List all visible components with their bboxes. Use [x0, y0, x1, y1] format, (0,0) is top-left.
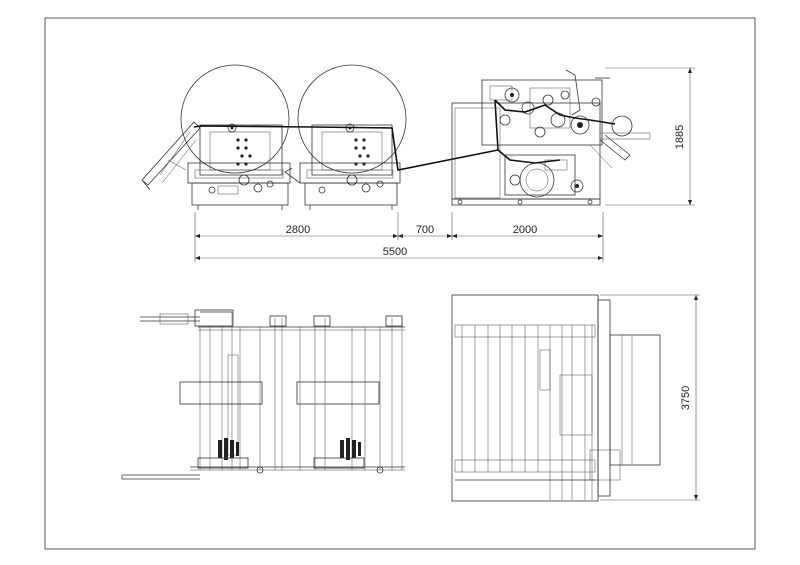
dimension-2000: 2000: [513, 224, 537, 236]
dimension-1885: 1885: [674, 125, 686, 149]
output-roller: [611, 115, 633, 137]
unwinder-2: [284, 64, 407, 210]
dimension-2800: 2800: [286, 224, 310, 236]
unwinder-1-beam: [179, 381, 263, 405]
dimension-5500: 5500: [383, 246, 407, 258]
material-roll-2: [297, 64, 407, 174]
plan-view-unwinders: [121, 309, 405, 480]
material-roll-1: [180, 64, 290, 174]
dimension-3750: 3750: [680, 386, 692, 410]
unwinder-1: [141, 64, 291, 210]
side-elevation-view: 2800 700 2000 5500 1885: [141, 64, 695, 262]
unwinder-2-beam: [296, 381, 380, 405]
dimension-700: 700: [416, 224, 434, 236]
drawing-frame: [44, 17, 756, 550]
plan-view-main-machine: 3750: [451, 294, 700, 502]
main-machine: [451, 69, 651, 206]
